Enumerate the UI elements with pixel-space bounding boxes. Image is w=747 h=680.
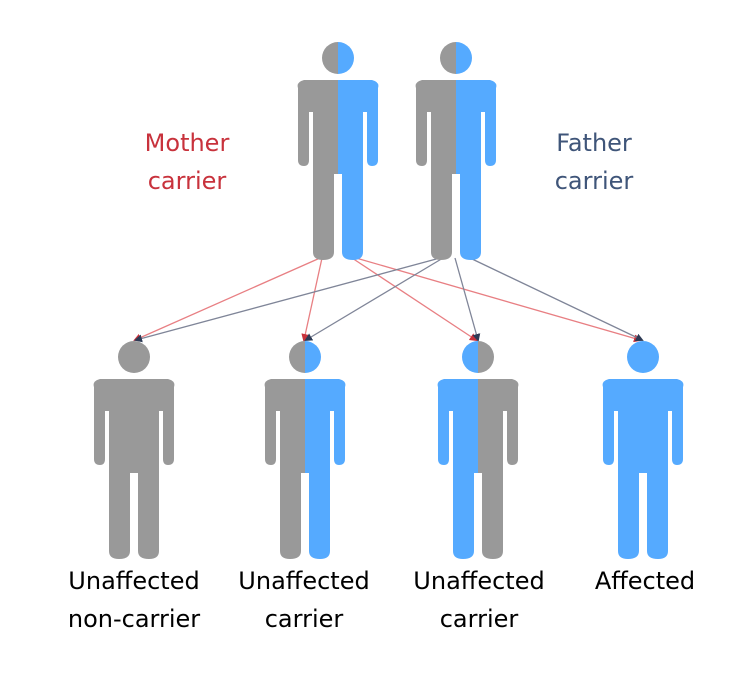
child-label-3-line1: Unaffected (413, 567, 545, 595)
child-label-1-line2: non-carrier (67, 605, 201, 633)
father-arrow-child-4 (469, 257, 644, 342)
child-figure-1 (93, 341, 175, 559)
child-label-3: Unaffected carrier (389, 562, 569, 638)
father-arrow-child-1 (134, 257, 441, 343)
father-arrow-child-3 (454, 257, 481, 342)
mother-arrow-child-3 (351, 257, 478, 342)
child-label-4: Affected (555, 562, 735, 600)
child-figure-3 (437, 341, 519, 559)
mother-arrow-child-2 (301, 257, 323, 342)
mother-arrow-child-1 (133, 257, 321, 342)
child-label-4-line1: Affected (594, 567, 696, 595)
father-arrow-child-2 (304, 257, 444, 342)
father-label: Father carrier (519, 124, 669, 200)
inheritance-arrows (133, 257, 644, 343)
father-label-line2: carrier (554, 167, 634, 195)
mother-label-line2: carrier (147, 167, 227, 195)
father-figure (415, 42, 497, 260)
mother-arrow-child-4 (355, 257, 642, 343)
child-label-3-line2: carrier (439, 605, 519, 633)
child-figure-2 (264, 341, 346, 559)
child-figure-4 (602, 341, 684, 559)
child-label-1: Unaffected non-carrier (44, 562, 224, 638)
mother-label-line1: Mother (144, 129, 230, 157)
mother-label: Mother carrier (112, 124, 262, 200)
child-label-1-line1: Unaffected (68, 567, 200, 595)
child-label-2: Unaffected carrier (214, 562, 394, 638)
mother-figure (297, 42, 379, 260)
child-label-2-line1: Unaffected (238, 567, 370, 595)
child-label-2-line2: carrier (264, 605, 344, 633)
father-label-line1: Father (556, 129, 632, 157)
